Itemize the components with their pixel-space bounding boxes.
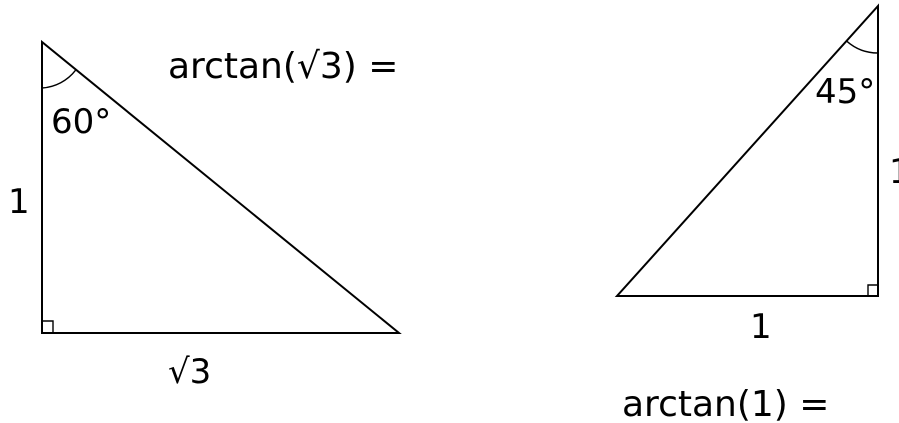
right-right-angle-marker [867, 284, 878, 296]
right-angle-label: 45° [815, 72, 875, 112]
right-equation: arctan(1) = [622, 384, 829, 423]
left-triangle-outline [41, 39, 402, 334]
right-triangle: 45° 1 1 arctan(1) = [614, 3, 899, 423]
left-horizontal-side-label: √3 [168, 352, 211, 392]
left-equation: arctan(√3) = [168, 46, 398, 87]
right-triangle-outline [614, 3, 879, 297]
left-right-angle-marker [42, 320, 54, 333]
left-angle-label: 60° [51, 102, 111, 142]
right-angle-arc [846, 40, 879, 54]
right-horizontal-side-label: 1 [750, 307, 772, 347]
left-vertical-side-label: 1 [8, 182, 30, 222]
left-triangle: 60° 1 √3 arctan(√3) = [8, 39, 402, 392]
right-vertical-side-label: 1 [889, 152, 899, 192]
left-angle-arc [41, 69, 77, 89]
